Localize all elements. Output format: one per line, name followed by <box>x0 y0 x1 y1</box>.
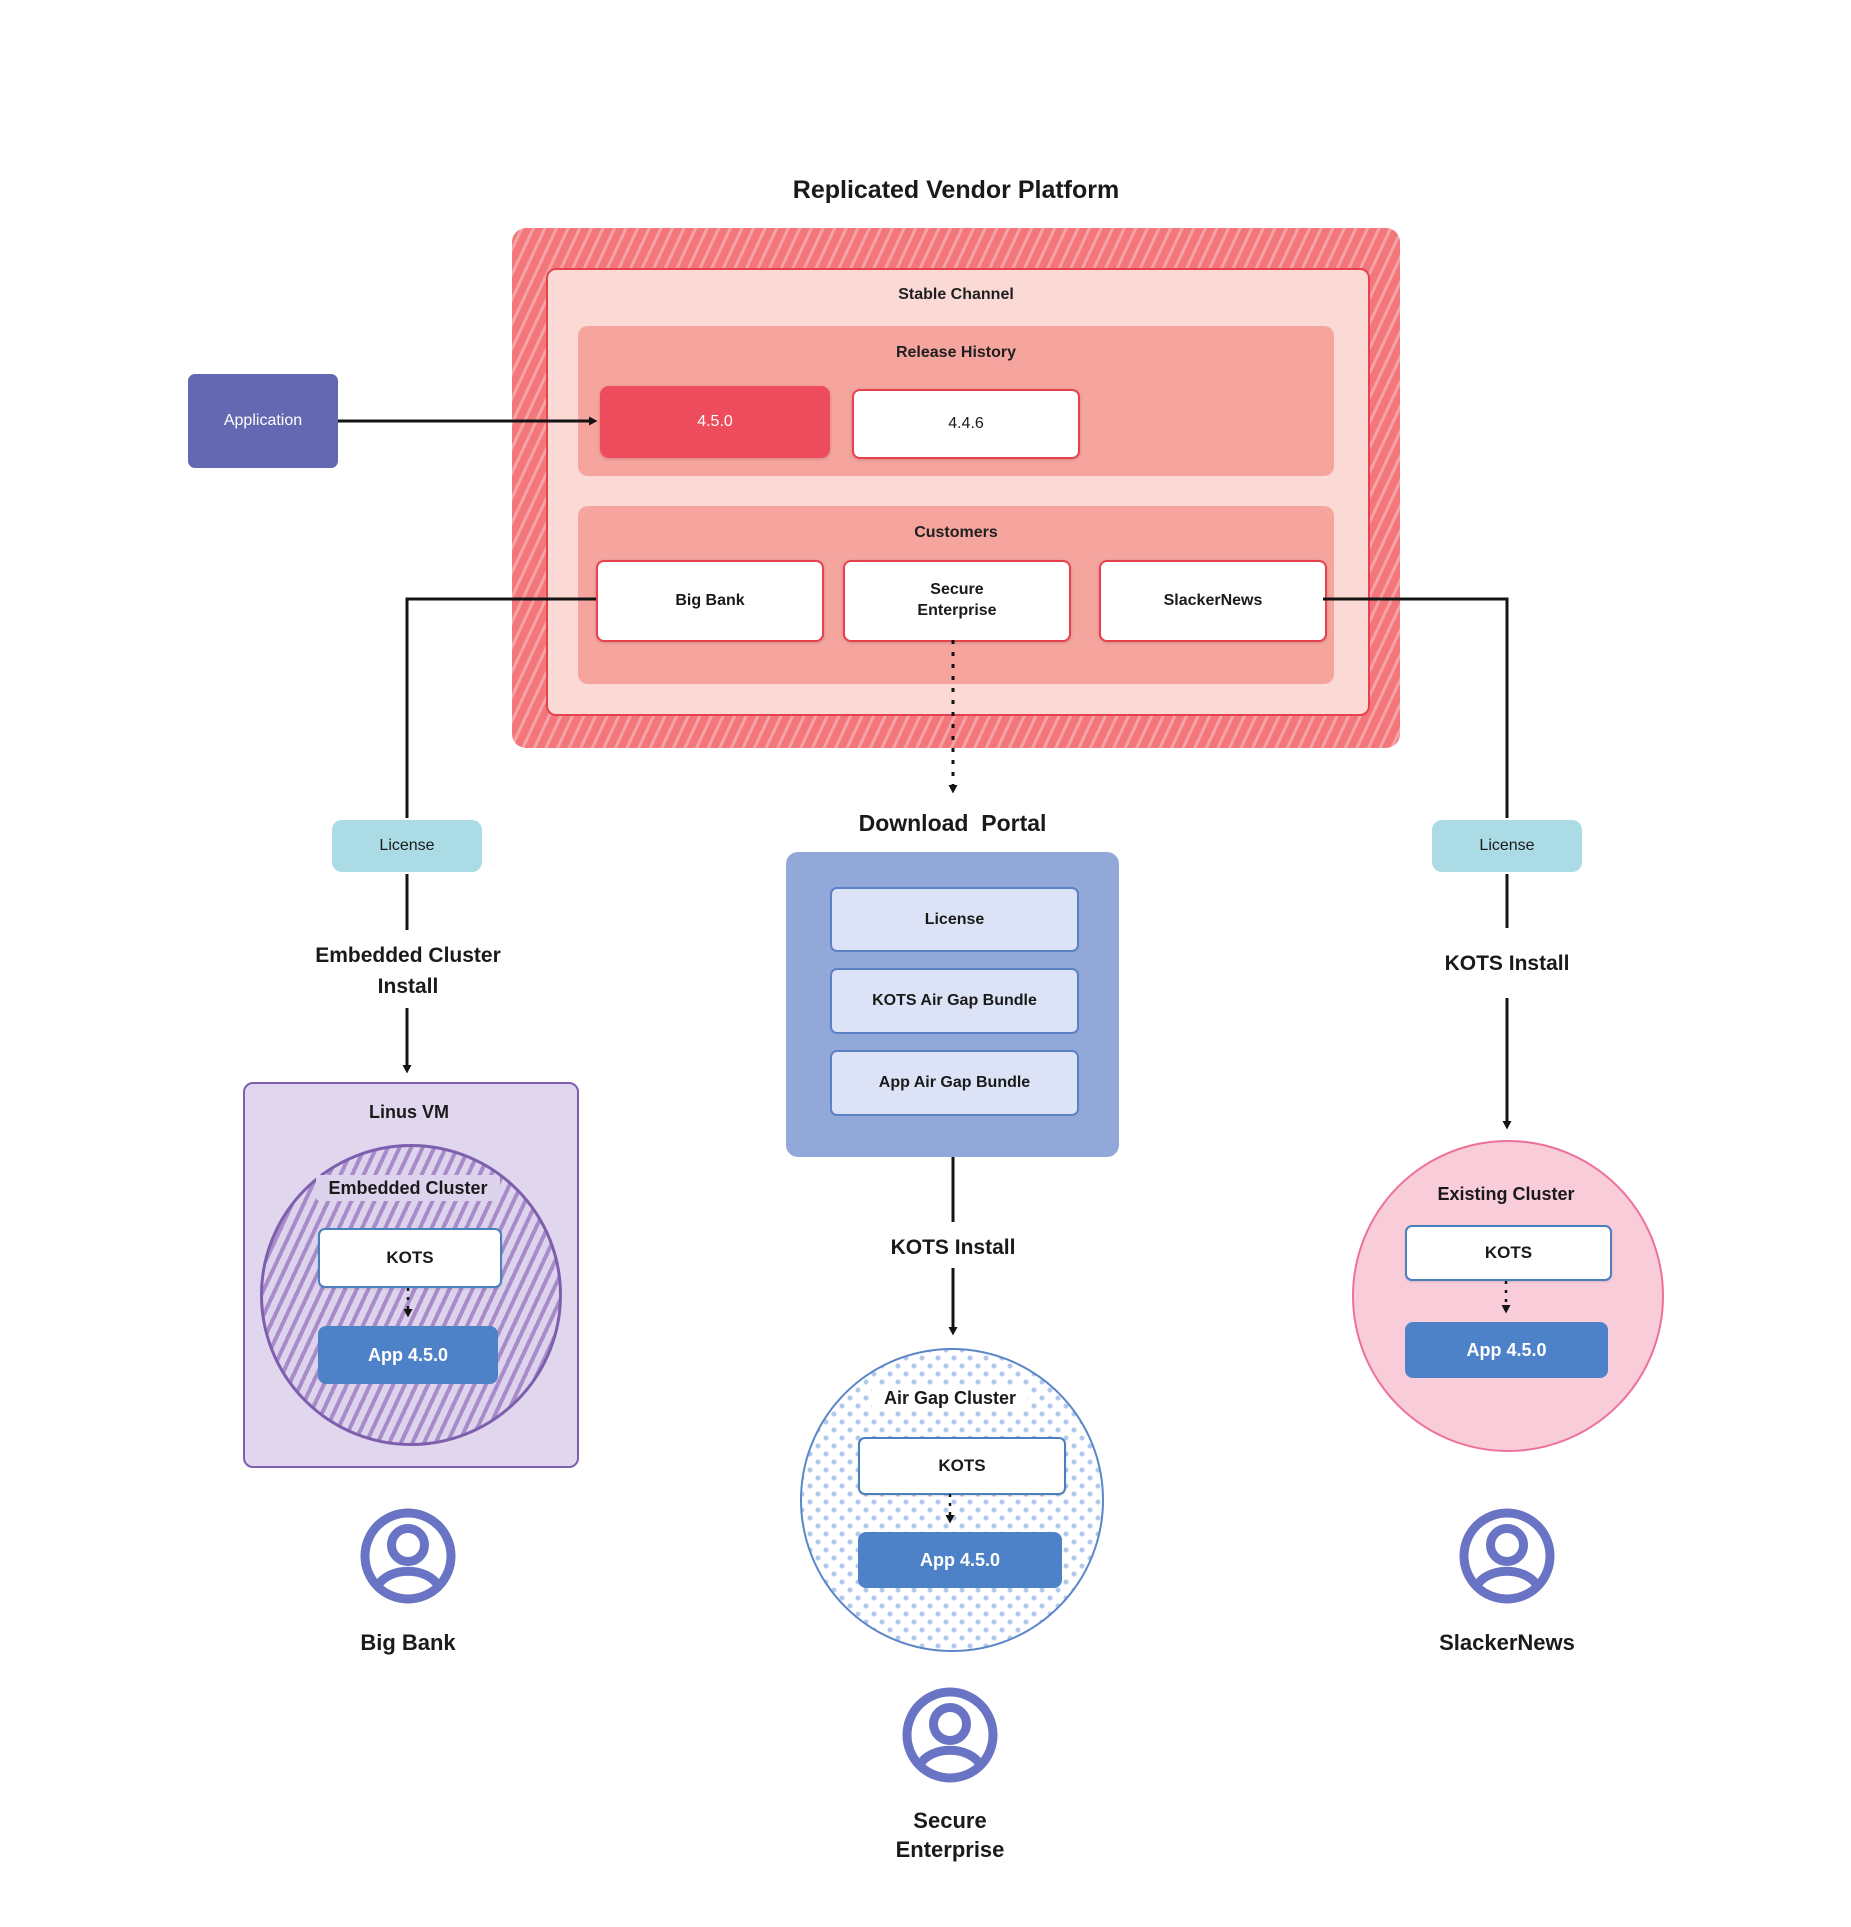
slackernews-name: SlackerNews <box>1439 1630 1575 1655</box>
air-gap-cluster-label: Air Gap Cluster <box>800 1385 1100 1411</box>
existing-cluster-circle <box>1352 1140 1664 1452</box>
license-chip-right: License <box>1432 820 1582 872</box>
kots-install-label-middle: KOTS Install <box>890 1236 1016 1259</box>
embedded-cluster-install-label: Embedded Cluster Install <box>315 944 501 998</box>
secure-enterprise-person-icon <box>900 1685 1000 1785</box>
release-history-label: Release History <box>895 344 1017 361</box>
portal-item-app-airgap-bundle: App Air Gap Bundle <box>830 1050 1079 1116</box>
customer-slackernews: SlackerNews <box>1099 560 1327 642</box>
customer-secure-enterprise: Secure Enterprise <box>843 560 1071 642</box>
portal-item-license: License <box>830 887 1079 952</box>
slackernews-person-icon <box>1457 1506 1557 1606</box>
app-box-right: App 4.5.0 <box>1405 1322 1608 1378</box>
secure-enterprise-name: Secure Enterprise <box>895 1808 1005 1862</box>
license-chip-left: License <box>332 820 482 872</box>
kots-box-middle: KOTS <box>858 1437 1066 1495</box>
customer-big-bank: Big Bank <box>596 560 824 642</box>
app-box-left: App 4.5.0 <box>318 1326 498 1384</box>
embedded-cluster-label: Embedded Cluster <box>260 1175 556 1201</box>
existing-cluster-label: Existing Cluster <box>1437 1184 1575 1204</box>
app-box-middle: App 4.5.0 <box>858 1532 1062 1588</box>
portal-item-kots-airgap-bundle: KOTS Air Gap Bundle <box>830 968 1079 1034</box>
stable-channel-label: Stable Channel <box>898 286 1014 303</box>
big-bank-person-icon <box>358 1506 458 1606</box>
download-portal-label: Download Portal <box>858 810 1047 836</box>
linus-vm-label: Linus VM <box>369 1102 449 1122</box>
customers-label: Customers <box>914 524 998 541</box>
kots-box-right: KOTS <box>1405 1225 1612 1281</box>
big-bank-name: Big Bank <box>360 1630 456 1655</box>
release-version-current: 4.5.0 <box>600 386 830 458</box>
release-version-previous: 4.4.6 <box>852 389 1080 459</box>
kots-install-label-right: KOTS Install <box>1444 952 1570 975</box>
diagram-title: Replicated Vendor Platform <box>792 176 1120 204</box>
kots-box-left: KOTS <box>318 1228 502 1288</box>
application-box: Application <box>188 374 338 468</box>
